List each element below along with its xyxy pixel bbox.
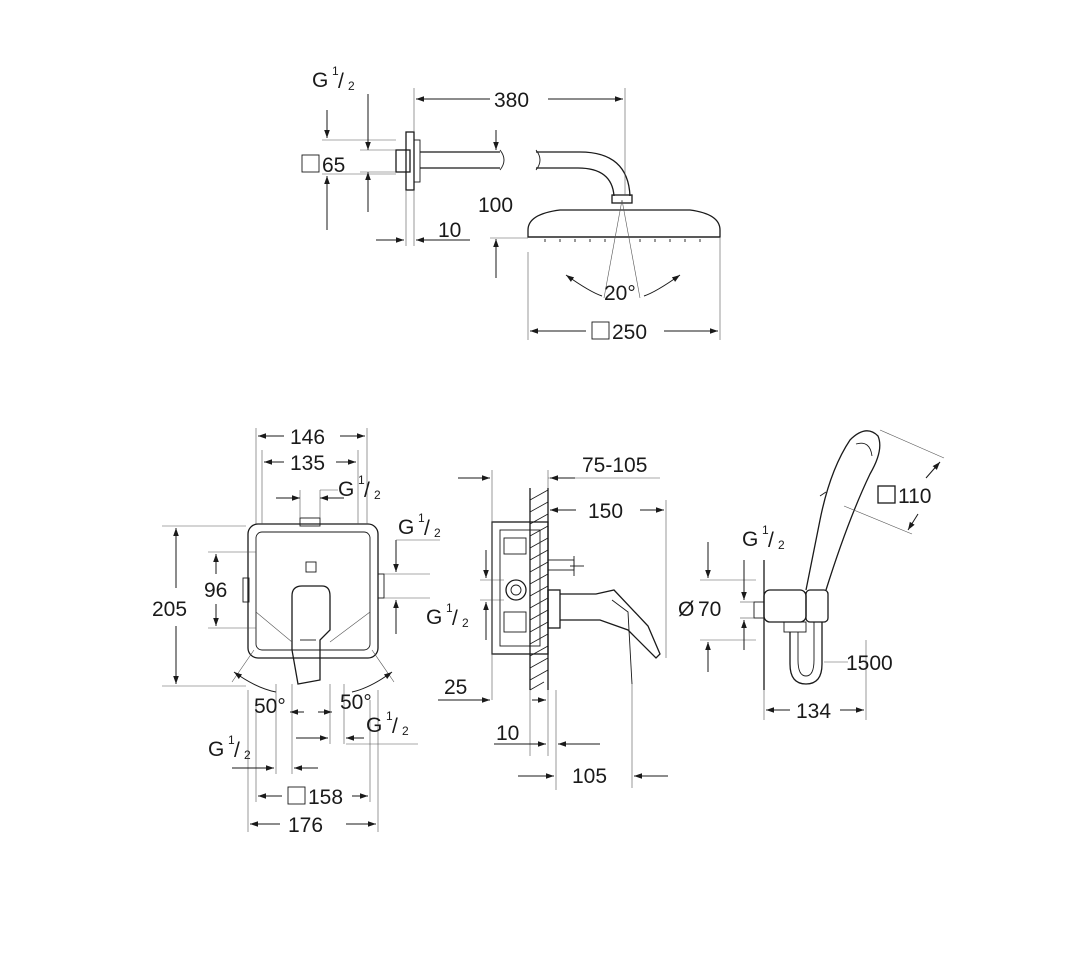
svg-text:1: 1 [358, 473, 365, 487]
svg-text:2: 2 [348, 79, 355, 93]
svg-text:/: / [234, 739, 240, 762]
svg-text:/: / [392, 715, 398, 738]
dim-135: 135 [290, 452, 325, 475]
dim-110: 110 [898, 485, 931, 508]
dim-146: 146 [290, 426, 325, 449]
square-symbol [877, 485, 896, 504]
square-symbol [591, 321, 610, 340]
head-shower-view [322, 88, 721, 340]
svg-text:G: G [312, 69, 328, 92]
diameter-symbol: Ø [678, 598, 694, 621]
dim-150: 150 [588, 500, 623, 523]
dim-10-top: 10 [438, 219, 461, 242]
dimension-labels: 380 65 100 10 20° 250 G 1 / 2 146 135 G … [152, 64, 931, 837]
thread-label-mixer-top: G 1 / 2 [338, 473, 381, 502]
dim-10-mid: 10 [496, 722, 519, 745]
dim-250: 250 [612, 321, 647, 344]
shower-head [527, 209, 721, 238]
mixer-handle [291, 585, 331, 685]
dim-96: 96 [204, 579, 227, 602]
hand-shower-view [700, 429, 945, 720]
svg-text:2: 2 [402, 724, 409, 738]
dim-70: 70 [698, 598, 721, 621]
dim-1500: 1500 [846, 652, 893, 675]
svg-text:/: / [424, 517, 430, 540]
dim-380: 380 [494, 89, 529, 112]
dim-50-right: 50° [340, 691, 372, 714]
mixer-handle-side [560, 589, 661, 659]
svg-text:/: / [364, 479, 370, 502]
svg-text:1: 1 [418, 511, 425, 525]
dim-65: 65 [322, 154, 345, 177]
dim-158: 158 [308, 786, 343, 809]
mixer-side-view [438, 470, 668, 790]
svg-text:/: / [452, 607, 458, 630]
dim-176: 176 [288, 814, 323, 837]
svg-text:G: G [366, 714, 382, 737]
dim-20-deg: 20° [604, 282, 636, 305]
dim-50-left: 50° [254, 695, 286, 718]
mixer-body-box [247, 523, 379, 659]
svg-text:1: 1 [332, 64, 339, 78]
svg-text:1: 1 [446, 601, 453, 615]
svg-text:G: G [398, 516, 414, 539]
svg-text:G: G [426, 606, 442, 629]
svg-text:2: 2 [374, 488, 381, 502]
dim-100: 100 [478, 194, 513, 217]
dim-75-105: 75-105 [582, 454, 647, 477]
dim-25: 25 [444, 676, 467, 699]
square-symbol [301, 154, 320, 173]
thread-label-top: G 1 / 2 [312, 64, 355, 93]
svg-text:/: / [768, 529, 774, 552]
svg-text:1: 1 [228, 733, 235, 747]
svg-text:2: 2 [244, 748, 251, 762]
shower-arm [420, 151, 500, 169]
svg-text:1: 1 [386, 709, 393, 723]
square-symbol [287, 786, 306, 805]
hand-shower [805, 430, 881, 591]
dim-134: 134 [796, 700, 831, 723]
mixer-front-view [162, 428, 440, 832]
thread-label-mixer-bottom-right: G 1 / 2 [366, 709, 409, 738]
svg-text:G: G [742, 528, 758, 551]
svg-text:G: G [338, 478, 354, 501]
wall-outlet-holder [763, 589, 807, 623]
svg-text:/: / [338, 70, 344, 93]
thread-label-mixer-bottom-left: G 1 / 2 [208, 733, 251, 762]
dim-205: 205 [152, 598, 187, 621]
svg-text:2: 2 [778, 538, 785, 552]
svg-text:1: 1 [762, 523, 769, 537]
svg-text:2: 2 [434, 526, 441, 540]
dim-105: 105 [572, 765, 607, 788]
thread-label-hand: G 1 / 2 [742, 523, 785, 552]
svg-text:2: 2 [462, 616, 469, 630]
svg-text:G: G [208, 738, 224, 761]
shower-hose [789, 622, 823, 685]
thread-label-mixer-right: G 1 / 2 [398, 511, 441, 540]
thread-label-side: G 1 / 2 [426, 601, 469, 630]
wall-connector [395, 149, 411, 173]
